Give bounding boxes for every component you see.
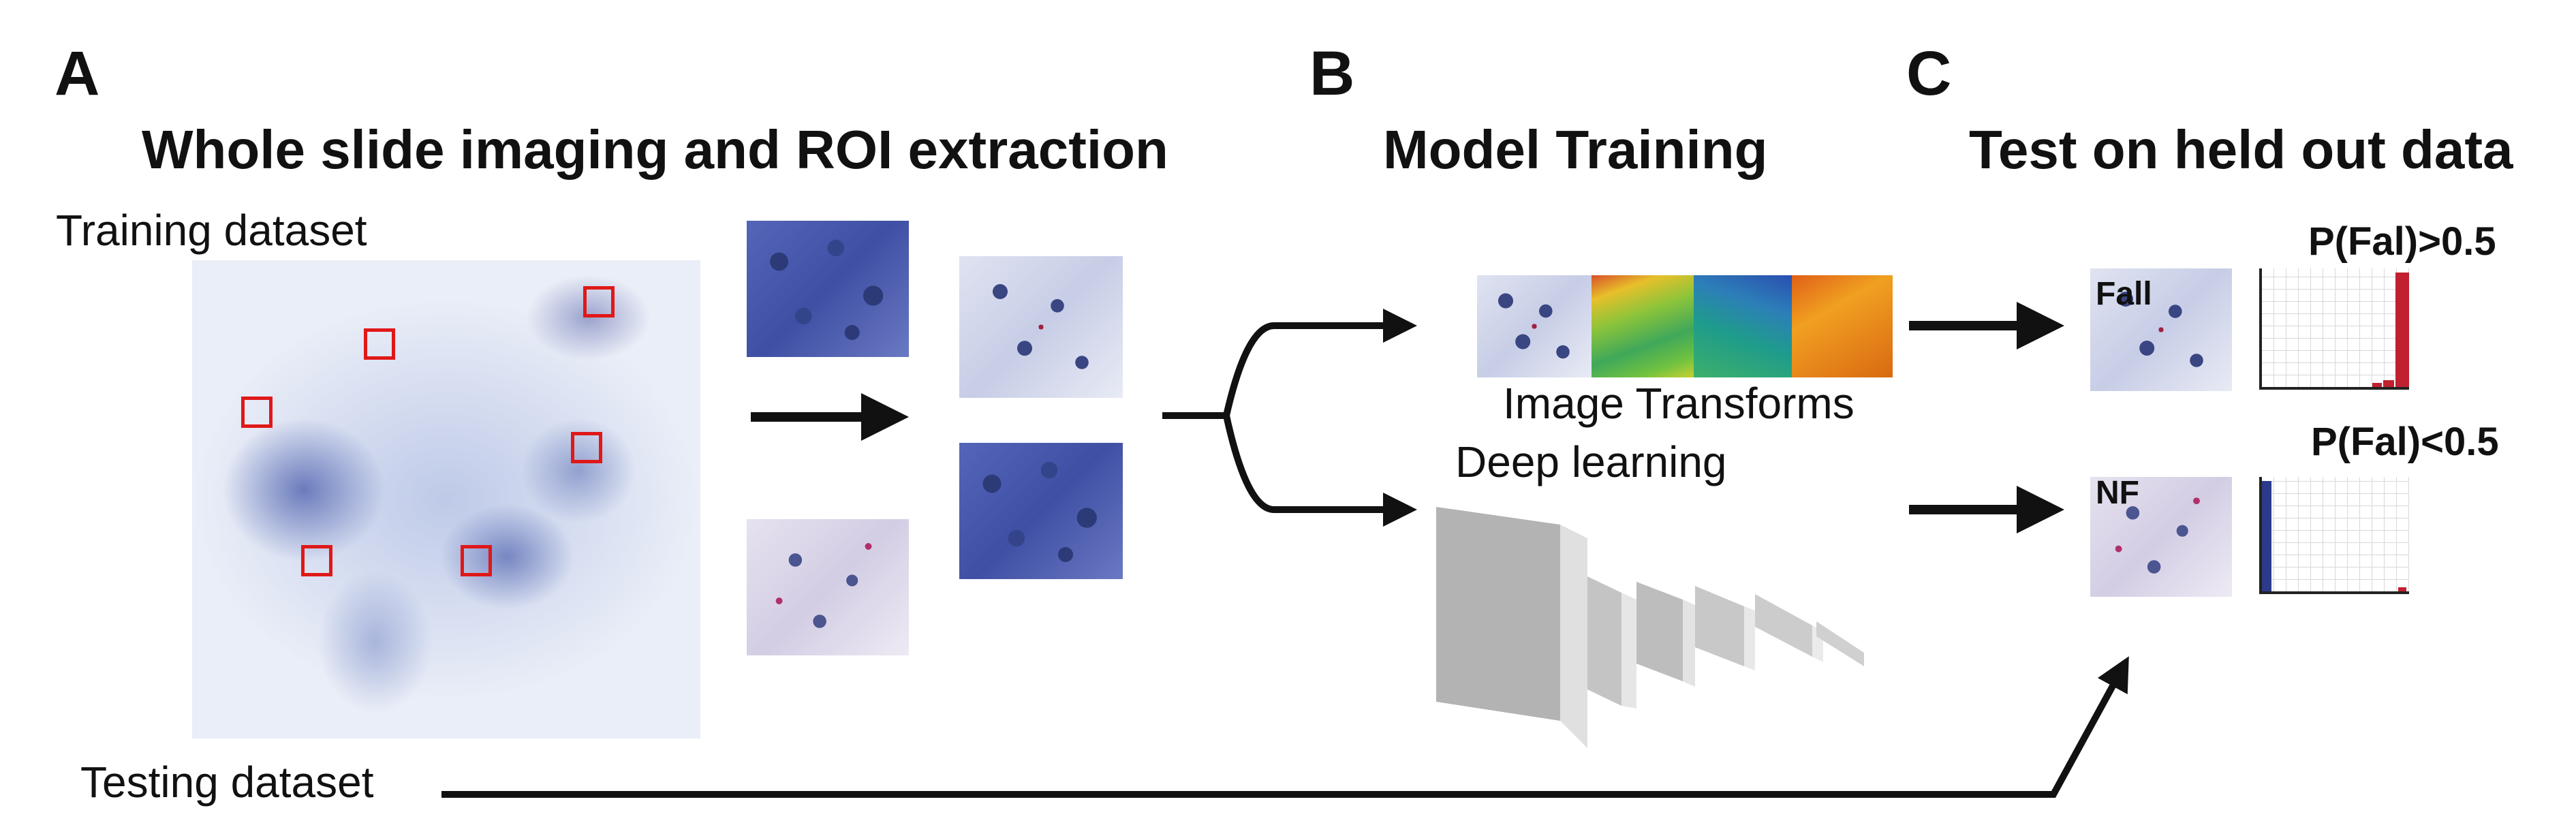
result-tile-label: NF [2096,477,2139,511]
histogram-bar [2383,380,2394,387]
roi-tile [747,221,909,357]
roi-box [241,397,273,428]
panel-letter-a: A [55,39,100,108]
image-transforms-label: Image Transforms [1503,379,1855,428]
whole-slide-image [192,260,700,739]
panel-letter-c: C [1906,39,1952,108]
deep-learning-label: Deep learning [1455,437,1727,486]
histogram-bar [2395,273,2409,387]
panel-a-heading: Whole slide imaging and ROI extraction [142,119,1168,180]
panel-b-heading: Model Training [1383,119,1768,180]
fork-arrow-icon [1162,309,1417,527]
testing-dataset-label: Testing dataset [80,758,374,807]
cnn-layers-icon [1436,507,1864,748]
roi-box [583,286,615,317]
histogram-bar [2262,481,2271,591]
roi-tile [747,519,909,655]
histogram-bar [2398,587,2406,591]
curved-arrow-icon [441,656,2129,798]
roi-box [301,545,332,576]
training-tile [1477,275,1592,377]
result-tile-label: Fall [2096,276,2152,312]
roi-tile [959,256,1123,398]
roi-tile [959,443,1123,579]
probability-label-bottom: P(Fal)<0.5 [2311,420,2499,464]
roi-box [571,432,602,463]
result-tile-nf: NF [2090,477,2232,597]
histogram-bar [2372,383,2382,387]
probability-label-top: P(Fal)>0.5 [2308,219,2496,264]
histogram-nf [2259,477,2409,594]
transform-image [1694,275,1792,377]
histogram-fall [2259,268,2409,390]
panel-letter-b: B [1309,39,1355,108]
result-tile-fall: Fall [2090,268,2232,391]
panel-c-heading: Test on held out data [1969,119,2513,180]
roi-box [364,328,395,360]
transform-image [1592,275,1694,377]
transform-image [1792,275,1893,377]
roi-box [461,545,492,576]
training-dataset-label: Training dataset [56,206,367,255]
